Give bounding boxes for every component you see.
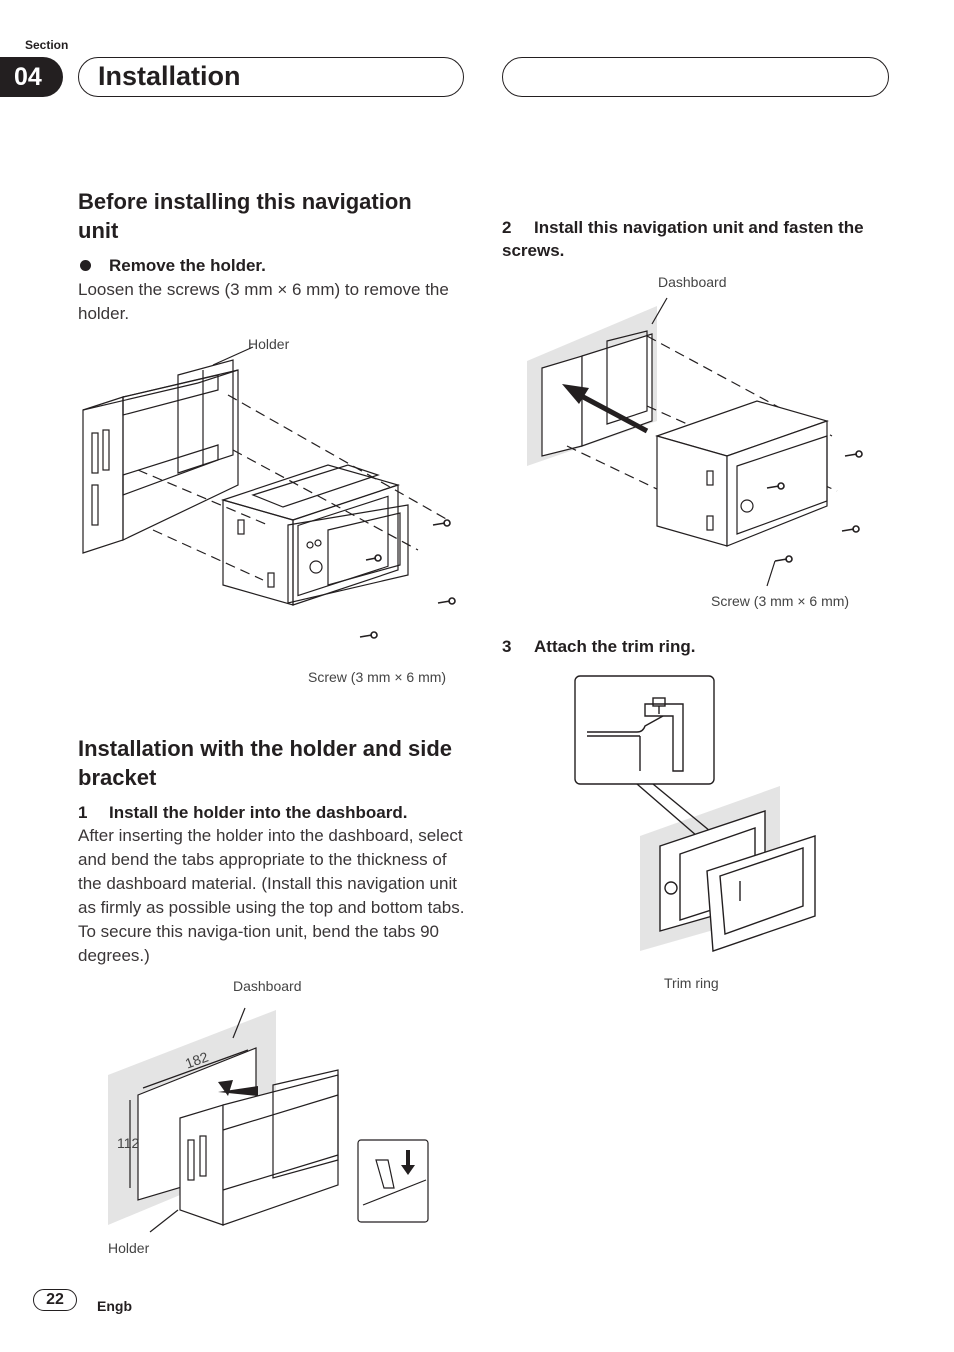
heading-before-installing: Before installing this navigation unit	[78, 189, 412, 243]
fig3-label-dashboard: Dashboard	[233, 978, 302, 994]
language-code: Engb	[97, 1298, 132, 1314]
fig3-label-holder: Holder	[108, 1240, 150, 1256]
fig1-label-holder: Holder	[248, 336, 290, 352]
fig2-label-screw: Screw (3 mm × 6 mm)	[711, 593, 850, 609]
bullet-step-title: Remove the holder.	[109, 256, 266, 275]
step1-body: After inserting the holder into the dash…	[78, 826, 465, 965]
bullet-step-body: Loosen the screws (3 mm × 6 mm) to remov…	[78, 280, 449, 323]
figure-holder-into-dashboard	[108, 1007, 429, 1233]
step3-number: 3	[502, 637, 512, 656]
step2-title: Install this navigation unit and fasten …	[502, 218, 864, 260]
section-label: Section	[25, 38, 69, 52]
step1-number: 1	[78, 803, 88, 822]
step2-number: 2	[502, 218, 512, 237]
title-frame	[78, 57, 464, 97]
section-number-badge: 04	[0, 57, 63, 97]
right-title-frame	[502, 57, 889, 97]
fig1-label-screw: Screw (3 mm × 6 mm)	[308, 669, 447, 685]
page-number: 22	[33, 1289, 77, 1311]
fig2-label-dashboard: Dashboard	[658, 274, 727, 290]
fig4-label-trim-ring: Trim ring	[664, 975, 719, 991]
figure-trim-ring	[574, 675, 816, 952]
step3-title: Attach the trim ring.	[534, 637, 696, 656]
figure-install-unit	[527, 297, 863, 587]
fig3-dim-height: 112	[117, 1135, 140, 1151]
bullet-icon	[80, 260, 91, 271]
heading-installation-holder: Installation with the holder and side br…	[78, 736, 453, 790]
figure-remove-holder	[82, 346, 456, 639]
page-title: Installation	[98, 61, 241, 91]
step1-title: Install the holder into the dashboard.	[109, 803, 408, 822]
